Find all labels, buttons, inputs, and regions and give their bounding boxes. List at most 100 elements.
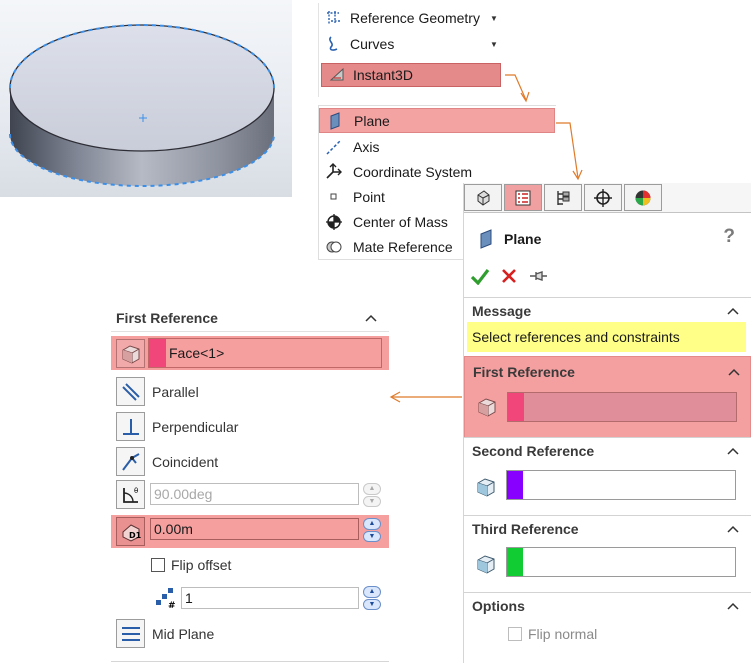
- section-title: First Reference: [116, 309, 218, 326]
- menu-item-label: Coordinate System: [353, 163, 473, 180]
- menu-item-label: Instant3D: [353, 67, 413, 83]
- instances-spinner[interactable]: ▲ ▼: [363, 586, 381, 610]
- section-title: Message: [472, 302, 532, 319]
- message-section-header[interactable]: Message: [464, 297, 751, 323]
- mid-plane-icon: [116, 619, 145, 648]
- first-reference-header[interactable]: First Reference: [465, 359, 752, 385]
- menu-item-label: Center of Mass: [353, 213, 448, 230]
- first-reference-selection-box[interactable]: Face<1>: [148, 338, 382, 368]
- face-selection-icon: [116, 339, 145, 368]
- menu-item-label: Mate Reference: [353, 238, 453, 255]
- chevron-up-icon[interactable]: [727, 305, 739, 317]
- menu-item-coordinate-system[interactable]: Coordinate System: [319, 159, 556, 184]
- menu-item-mate-reference[interactable]: Mate Reference: [319, 234, 556, 259]
- menu-item-plane[interactable]: Plane: [319, 108, 555, 133]
- menu-item-curves[interactable]: Curves ▼: [319, 32, 504, 56]
- offset-distance-input[interactable]: 0.00m: [150, 518, 359, 540]
- coordinate-system-icon: [323, 162, 345, 181]
- parallel-icon: [116, 377, 145, 406]
- instant3d-icon: [326, 66, 348, 84]
- mid-plane-label: Mid Plane: [152, 625, 215, 642]
- plane-property-manager: Plane ? Message Select references and co…: [463, 183, 752, 663]
- second-reference-selection-box[interactable]: [506, 470, 736, 500]
- chevron-up-icon[interactable]: ▲: [363, 518, 381, 530]
- first-reference-header[interactable]: First Reference: [111, 304, 389, 332]
- face-selection-icon: [474, 475, 498, 499]
- distance-spinner[interactable]: ▲ ▼: [363, 518, 381, 542]
- submenu-arrow-icon: ▼: [490, 13, 498, 23]
- help-button[interactable]: ?: [723, 226, 735, 247]
- angle-spinner[interactable]: ▲ ▼: [363, 483, 381, 507]
- pushpin-icon[interactable]: [528, 267, 548, 285]
- menu-item-label: Point: [353, 188, 385, 205]
- menu-item-label: Reference Geometry: [350, 10, 480, 26]
- plane-icon: [478, 229, 494, 249]
- svg-text:D1: D1: [129, 531, 142, 540]
- menu-item-center-of-mass[interactable]: Center of Mass: [319, 209, 556, 234]
- menu-item-instant3d[interactable]: Instant3D: [321, 63, 501, 87]
- graphics-viewport[interactable]: [0, 0, 292, 197]
- manager-tabs: [464, 183, 751, 213]
- cylinder-model[interactable]: [0, 0, 292, 197]
- chevron-down-icon[interactable]: ▼: [363, 598, 381, 610]
- menu-item-reference-geometry[interactable]: Reference Geometry ▼: [319, 6, 504, 30]
- second-reference-header[interactable]: Second Reference: [464, 437, 751, 463]
- property-manager-icon: [514, 189, 532, 207]
- chevron-up-icon[interactable]: [365, 312, 377, 324]
- tab-property-manager[interactable]: [504, 184, 542, 211]
- flip-normal-checkbox[interactable]: [508, 627, 522, 641]
- chevron-up-icon[interactable]: [728, 366, 740, 378]
- coincident-icon: [116, 447, 145, 476]
- property-manager-header: Plane ?: [464, 225, 751, 253]
- flip-normal-option[interactable]: Flip normal: [508, 626, 597, 642]
- angle-input[interactable]: 90.00deg: [150, 483, 359, 505]
- mid-plane-option[interactable]: Mid Plane: [116, 618, 389, 649]
- first-reference-color-swatch: [149, 339, 166, 367]
- angle-icon[interactable]: θ: [116, 480, 145, 509]
- chevron-down-icon[interactable]: ▼: [363, 530, 381, 542]
- chevron-down-icon[interactable]: ▼: [363, 495, 381, 507]
- perpendicular-icon: [116, 412, 145, 441]
- coincident-constraint-button[interactable]: Coincident: [116, 446, 389, 477]
- offset-distance-icon[interactable]: D1: [116, 517, 145, 546]
- section-title: First Reference: [473, 364, 575, 380]
- chevron-up-icon[interactable]: [727, 523, 739, 535]
- menu-item-axis[interactable]: Axis: [319, 134, 556, 159]
- configuration-manager-icon: [554, 189, 572, 207]
- feature-manager-icon: [474, 189, 492, 207]
- perpendicular-constraint-button[interactable]: Perpendicular: [116, 411, 389, 442]
- tab-feature-manager[interactable]: [464, 184, 502, 211]
- first-reference-selection-box[interactable]: [507, 392, 737, 422]
- chevron-up-icon[interactable]: [727, 600, 739, 612]
- options-section-header[interactable]: Options: [464, 592, 751, 618]
- center-of-mass-icon: [323, 213, 345, 231]
- menu-item-point[interactable]: Point: [319, 184, 556, 209]
- plane-icon: [324, 111, 346, 130]
- ok-checkmark-icon[interactable]: [470, 267, 490, 285]
- dimxpert-crosshair-icon: [594, 188, 612, 207]
- page-title: Plane: [504, 231, 542, 247]
- tab-configuration-manager[interactable]: [544, 184, 582, 211]
- menu-item-label: Plane: [354, 112, 390, 129]
- constraint-label: Parallel: [152, 383, 199, 400]
- mate-reference-icon: [323, 238, 345, 256]
- flip-offset-checkbox[interactable]: [151, 558, 165, 572]
- instances-input[interactable]: 1: [181, 587, 359, 609]
- cancel-x-icon[interactable]: [500, 267, 518, 285]
- flip-offset-label: Flip offset: [171, 557, 232, 573]
- third-reference-selection-box[interactable]: [506, 547, 736, 577]
- flip-offset-option[interactable]: Flip offset: [151, 557, 231, 573]
- tab-display-manager[interactable]: [624, 184, 662, 211]
- action-buttons: [470, 267, 548, 285]
- menu-item-label: Curves: [350, 36, 395, 52]
- chevron-up-icon[interactable]: [727, 445, 739, 457]
- parallel-constraint-button[interactable]: Parallel: [116, 376, 389, 407]
- point-icon: [323, 188, 345, 206]
- axis-icon: [323, 138, 345, 156]
- chevron-up-icon[interactable]: ▲: [363, 586, 381, 598]
- tab-dimxpert-manager[interactable]: [584, 184, 622, 211]
- chevron-up-icon[interactable]: ▲: [363, 483, 381, 495]
- third-reference-header[interactable]: Third Reference: [464, 515, 751, 541]
- submenu-arrow-icon: ▼: [490, 39, 498, 49]
